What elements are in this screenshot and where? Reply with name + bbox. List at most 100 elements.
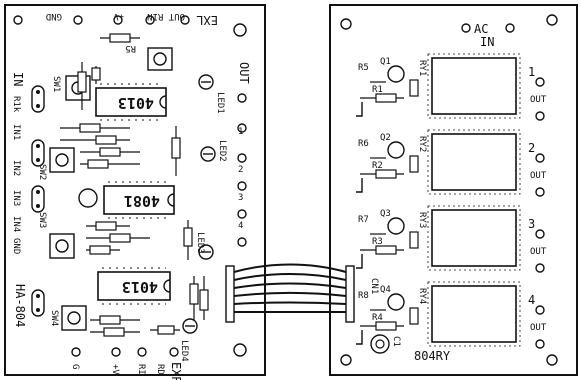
input-terminal-1 xyxy=(31,85,45,113)
side-label-in2: IN2 xyxy=(11,160,21,176)
output-pad xyxy=(535,77,545,87)
ac-pad xyxy=(461,23,471,33)
side-label-in3: IN3 xyxy=(11,190,21,206)
diode xyxy=(409,155,419,173)
relay-label: RY2 xyxy=(417,136,427,152)
switch-label-sw2: SW2 xyxy=(37,164,47,180)
left-board-outline xyxy=(4,4,266,376)
side-label-misc: R1k xyxy=(11,96,21,113)
output-pad xyxy=(535,187,545,197)
right-board-outline xyxy=(329,4,578,376)
input-terminal-3 xyxy=(31,185,45,213)
channel-number: 3 xyxy=(528,217,535,231)
side-label-gnd: GND xyxy=(11,238,21,254)
transistor xyxy=(387,217,405,235)
resistor xyxy=(100,33,140,43)
output-pad-extra xyxy=(237,209,247,219)
relay-outline xyxy=(427,53,521,119)
resistor-label: R4 xyxy=(372,313,383,323)
channel-out-label: OUT xyxy=(530,247,547,257)
ic-chip-3 xyxy=(97,267,171,305)
header-label-out-rin: OUT RIN xyxy=(147,11,185,21)
output-pad xyxy=(535,305,545,315)
led-label-4: LED4 xyxy=(179,340,189,362)
ribbon-connector-right xyxy=(345,265,355,323)
footer-label-exr: EXR xyxy=(169,362,183,380)
ic-chip-2 xyxy=(103,181,175,219)
resistor-label: R7 xyxy=(358,215,369,225)
led-2 xyxy=(200,146,216,162)
left-board-header: GND +V OUT RIN EXL xyxy=(46,11,218,27)
output-number-3: 3 xyxy=(238,193,243,203)
ic-label-1: 4013 xyxy=(118,94,154,112)
channel-out-label: OUT xyxy=(530,323,547,333)
ac-pad xyxy=(505,23,515,33)
led-1 xyxy=(198,74,214,90)
side-label-out: OUT xyxy=(237,62,251,84)
header-label-exl: EXL xyxy=(196,13,218,27)
jumper-wire xyxy=(356,178,363,193)
output-pad xyxy=(535,153,545,163)
resistor-label: R8 xyxy=(358,291,369,301)
relay-outline xyxy=(427,129,521,195)
right-board: AC IN RY1Q1R5R11OUTRY2Q2R6R22OUTRY3Q3R7R… xyxy=(329,4,578,376)
switch-label-sw1: SW1 xyxy=(51,76,61,92)
switch-label-sw4: SW4 xyxy=(49,310,59,326)
resistor-label: R6 xyxy=(358,139,369,149)
channel-number: 4 xyxy=(528,293,535,307)
resistor-cluster xyxy=(60,62,209,337)
ic-chip-1 xyxy=(95,83,167,121)
switch-sw2 xyxy=(49,147,75,173)
relay-label: RY4 xyxy=(417,288,427,304)
connector-label: CN1 xyxy=(369,278,379,294)
ic-label-2: 4081 xyxy=(124,192,160,210)
mounting-hole xyxy=(340,354,352,366)
resistor-label: R1 xyxy=(372,85,383,95)
side-label-in1: IN1 xyxy=(11,124,21,140)
output-pad xyxy=(535,263,545,273)
left-board: GND +V OUT RIN EXL R5 IN OUT IN1 IN2 IN3… xyxy=(4,4,266,380)
resistor-label: R3 xyxy=(372,237,383,247)
channel-number: 2 xyxy=(528,141,535,155)
switch-label-sw3: SW3 xyxy=(37,212,47,228)
header-pad xyxy=(13,15,23,25)
led-4 xyxy=(182,318,198,334)
transistor-label: Q4 xyxy=(380,285,391,295)
output-pad xyxy=(535,229,545,239)
resistor xyxy=(375,321,397,331)
footer-label-vplus: +V xyxy=(110,364,120,375)
mounting-hole xyxy=(340,18,352,30)
ac-label: AC xyxy=(474,22,488,36)
jumper-wire xyxy=(356,102,363,117)
output-number-4: 4 xyxy=(238,221,243,231)
relay-channels: RY1Q1R5R11OUTRY2Q2R6R22OUTRY3Q3R7R33OUTR… xyxy=(356,53,547,349)
output-pad-3 xyxy=(237,153,247,163)
transistor xyxy=(387,293,405,311)
capacitor-c1 xyxy=(370,334,390,354)
left-board-id: HA-804 xyxy=(13,284,27,327)
resistor-label: R5 xyxy=(358,63,369,73)
relay-body xyxy=(431,57,517,115)
relay-label: RY3 xyxy=(417,212,427,228)
diode xyxy=(409,307,419,325)
side-label-in4: IN4 xyxy=(11,216,21,232)
relay-body xyxy=(431,133,517,191)
header-pad xyxy=(73,15,83,25)
led-label-3: LED3 xyxy=(195,232,205,254)
relay-outline xyxy=(427,281,521,347)
header-pad xyxy=(180,15,190,25)
resistor xyxy=(375,245,397,255)
header-label-gnd: GND xyxy=(46,11,62,21)
output-pad-2 xyxy=(237,123,247,133)
transistor xyxy=(387,65,405,83)
led-label-2: LED2 xyxy=(217,140,227,162)
jumper-wire xyxy=(356,254,363,269)
output-pad xyxy=(535,339,545,349)
transistor-label: Q1 xyxy=(380,57,391,67)
transistor-label: Q2 xyxy=(380,133,391,143)
transistor xyxy=(387,141,405,159)
